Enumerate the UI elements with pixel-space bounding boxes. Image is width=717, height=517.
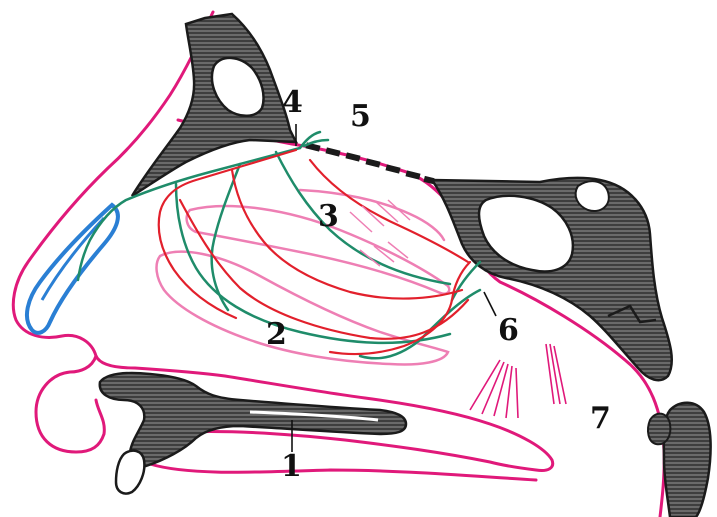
cribriform-dash-3	[345, 152, 360, 161]
sphenoid-upper-notch	[576, 181, 609, 211]
label-1: 1	[281, 449, 302, 484]
fiber-fan-left	[470, 360, 518, 418]
fiber-2	[360, 242, 408, 266]
nasopalatine-nerve	[360, 290, 480, 358]
inferior-turbinate	[157, 252, 448, 365]
frontal-nasal-bone	[132, 14, 296, 196]
label-2: 2	[266, 317, 287, 352]
label-7: 7	[590, 401, 611, 436]
label-3: 3	[318, 199, 339, 234]
fiber-fan-right	[546, 344, 566, 404]
cribriform-dash-6	[405, 170, 420, 179]
cartilage-outer	[27, 205, 118, 333]
leader-6	[484, 292, 496, 316]
anterior-ethmoidal-artery	[159, 150, 296, 318]
maxilla-shape	[100, 373, 406, 467]
tooth	[116, 451, 144, 494]
posterior-bones	[648, 403, 711, 517]
palate-underside-line	[141, 442, 536, 480]
pharyngeal-fibers	[470, 344, 566, 418]
cribriform-dash-4	[365, 158, 380, 167]
sphenoid-bone	[432, 178, 672, 380]
cribriform-dash-2	[325, 147, 340, 156]
cribriform-dash-5	[385, 164, 400, 173]
small-posterior-bone	[648, 414, 670, 445]
frontal-bone-shape	[132, 14, 296, 196]
label-6: 6	[498, 313, 519, 348]
atlas-bone-shape	[664, 403, 711, 517]
upper-lip-outline	[36, 356, 104, 452]
label-5: 5	[350, 99, 371, 134]
nerve-branch-2	[176, 184, 450, 343]
alar-cartilage	[27, 205, 118, 333]
label-4: 4	[282, 85, 303, 120]
